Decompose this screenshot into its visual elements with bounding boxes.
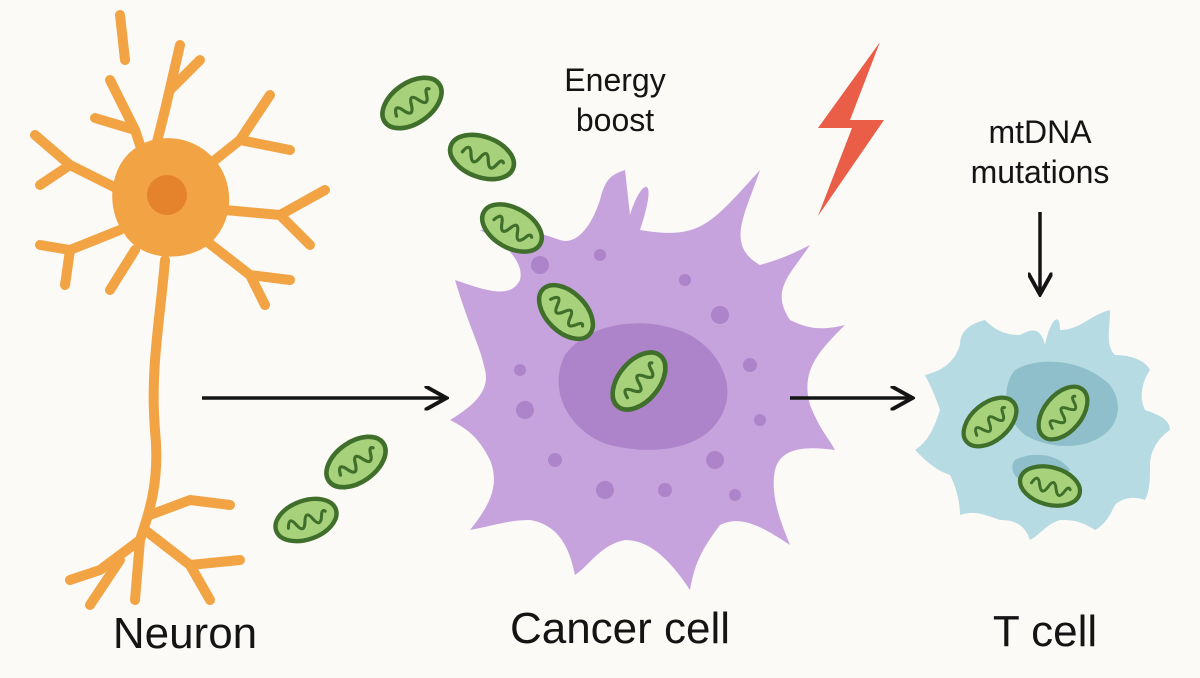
energy-boost-line-2: boost <box>575 102 655 138</box>
mitochondrion-icon <box>317 426 394 497</box>
mitochondrion-icon <box>373 67 450 138</box>
neuron-nucleus <box>147 175 187 215</box>
mtdna-mutations-line-1: mtDNA <box>988 114 1092 150</box>
mitochondrion-icon <box>270 491 343 549</box>
energy-boost-label: Energy boost <box>520 60 710 140</box>
mtdna-mutations-line-2: mutations <box>970 154 1110 190</box>
mitochondrion-icon <box>444 127 520 188</box>
cancer-cell-label: Cancer cell <box>509 604 731 653</box>
t-cell-label: T cell <box>992 607 1098 656</box>
neuron-label: Neuron <box>112 609 258 658</box>
mtdna-mutations-label: mtDNA mutations <box>930 112 1150 192</box>
neuron-cell <box>30 10 330 610</box>
lightning-bolt-icon <box>818 42 884 216</box>
energy-boost-line-1: Energy <box>564 62 666 98</box>
